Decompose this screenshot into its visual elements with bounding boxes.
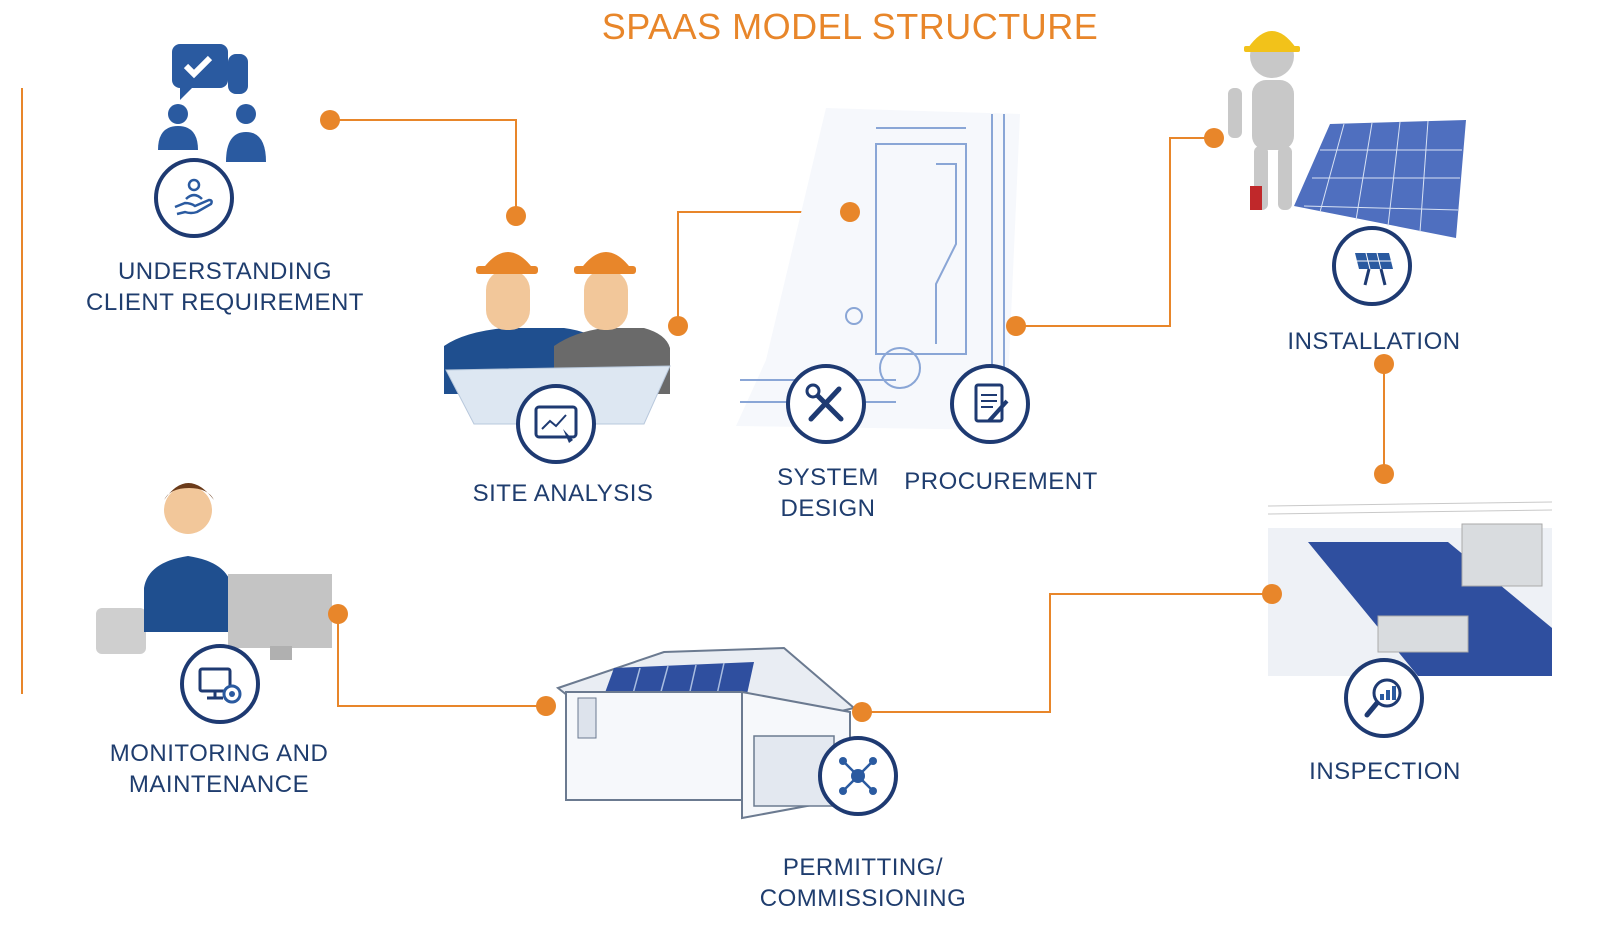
hand-person-icon xyxy=(174,178,213,216)
flow-node-dot xyxy=(1204,128,1224,148)
flow-node-dot xyxy=(840,202,860,222)
tools-icon xyxy=(805,383,844,422)
step-permitting-label: PERMITTING/COMMISSIONING xyxy=(759,854,967,912)
diagram-title: SPAAS MODEL STRUCTURE xyxy=(601,6,1099,47)
flow-node-dot xyxy=(506,206,526,226)
magnifier-chart-icon xyxy=(1364,678,1402,718)
step-monitoring-badge xyxy=(180,644,260,724)
step-inspection-label: INSPECTION xyxy=(1309,758,1461,785)
step-installation-badge xyxy=(1332,226,1412,306)
step-inspection-badge xyxy=(1344,658,1424,738)
step-procurement-label: PROCUREMENT xyxy=(904,468,1098,495)
inspection-site-illustration xyxy=(1268,501,1552,676)
installer-illustration xyxy=(1228,31,1466,238)
flow-node-dot xyxy=(536,696,556,716)
flow-node-dot xyxy=(668,316,688,336)
client-meeting-illustration xyxy=(158,44,266,162)
connector-site-design xyxy=(677,211,850,326)
solar-panel-icon xyxy=(1355,252,1393,286)
connector-procurement-installation xyxy=(1016,137,1214,327)
connector-understanding-site xyxy=(330,119,517,216)
step-installation-label: INSTALLATION xyxy=(1287,328,1461,355)
step-site-analysis-label: SITE ANALYSIS xyxy=(472,480,654,507)
flow-node-dot xyxy=(320,110,340,130)
house-illustration xyxy=(555,646,857,820)
step-site-analysis-badge xyxy=(516,384,596,464)
network-icon xyxy=(839,757,877,795)
computer-gear-icon xyxy=(198,667,242,704)
engineers-illustration xyxy=(444,252,671,425)
document-icon xyxy=(974,383,1009,423)
connector-inspection-permitting xyxy=(862,593,1272,713)
flow-node-dot xyxy=(1006,316,1026,336)
flow-node-dot xyxy=(328,604,348,624)
flow-node-dot xyxy=(1262,584,1282,604)
tablet-chart-icon xyxy=(534,405,578,443)
step-procurement-badge xyxy=(950,364,1030,444)
step-system-design-badge xyxy=(786,364,866,444)
flow-node-dot xyxy=(1374,464,1394,484)
step-permitting-badge xyxy=(818,736,898,816)
support-operator-illustration xyxy=(96,483,332,660)
flow-node-dot xyxy=(1374,354,1394,374)
step-understanding-badge xyxy=(154,158,234,238)
flow-node-dot xyxy=(852,702,872,722)
connector-permitting-monitoring xyxy=(337,614,546,707)
